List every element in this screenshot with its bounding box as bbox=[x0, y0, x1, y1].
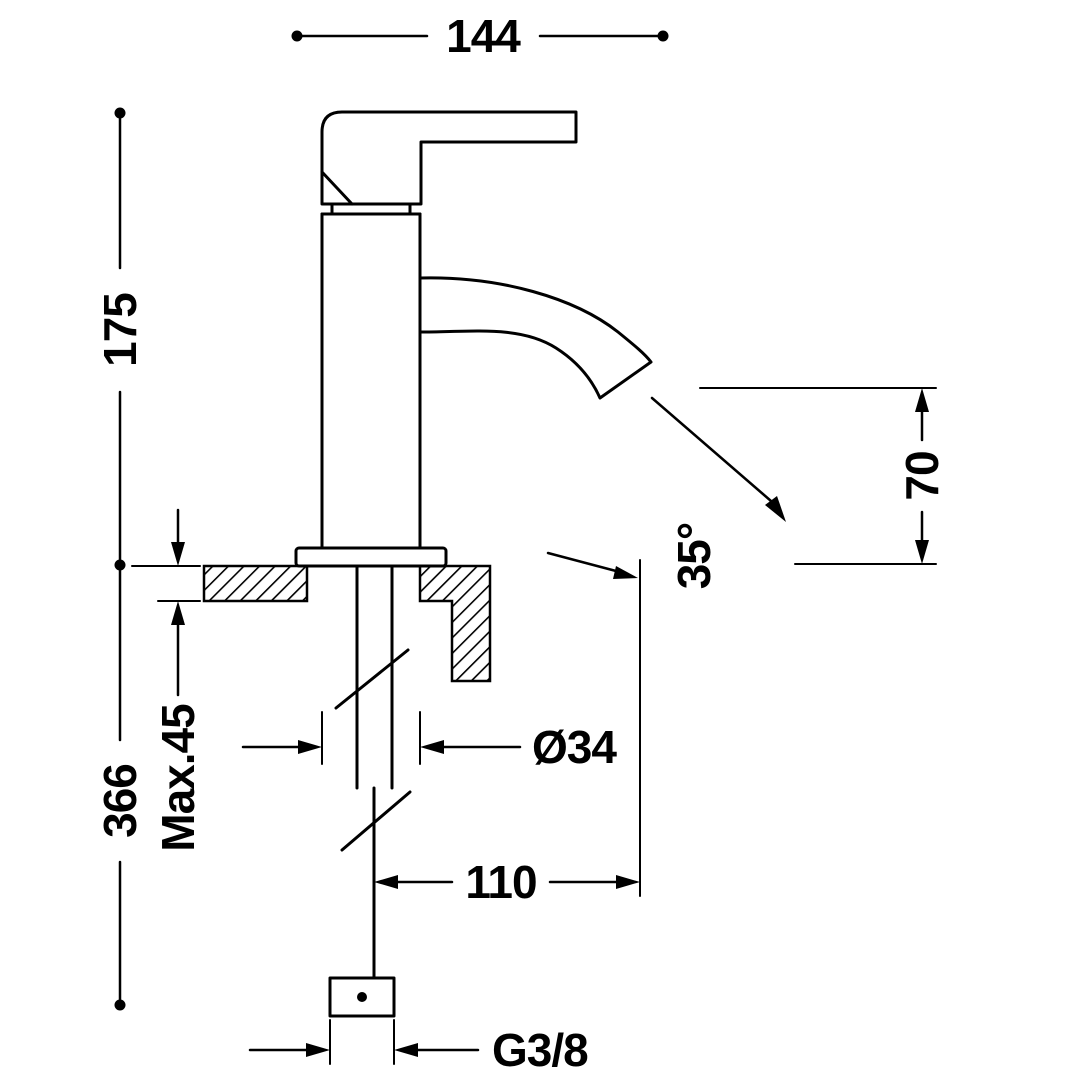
dim-366-label: 366 bbox=[94, 764, 146, 838]
break-mark-lower bbox=[340, 790, 412, 852]
handle-lever-shape bbox=[320, 110, 578, 206]
spout bbox=[418, 276, 653, 400]
dim-35deg-label: 35° bbox=[668, 523, 720, 590]
dim-175-label: 175 bbox=[94, 293, 146, 367]
nut-center-dot bbox=[357, 992, 367, 1002]
dim-max45: Max.45 bbox=[131, 508, 204, 852]
dim-366: 366 bbox=[94, 563, 146, 1011]
nut-body bbox=[328, 976, 396, 1018]
supply-shank bbox=[334, 564, 412, 980]
dim-g38: G3/8 bbox=[248, 1019, 589, 1076]
mounting-nut bbox=[328, 976, 396, 1018]
handle-joint-line bbox=[320, 170, 354, 206]
dim-110: 110 bbox=[374, 559, 641, 908]
dim-d34-label: Ø34 bbox=[532, 721, 617, 773]
countertop-section-right bbox=[418, 564, 492, 683]
dim-g38-label: G3/8 bbox=[492, 1024, 588, 1076]
dim-max45-label: Max.45 bbox=[152, 704, 204, 852]
dim-144-label: 144 bbox=[446, 10, 521, 62]
countertop-section-left bbox=[202, 564, 309, 603]
break-mark-upper bbox=[334, 648, 410, 710]
dim-110-label: 110 bbox=[465, 856, 536, 908]
base-flange bbox=[294, 546, 448, 568]
dim-175: 175 bbox=[94, 107, 146, 571]
dim-70-label: 70 bbox=[896, 451, 948, 500]
faucet-outline bbox=[202, 110, 653, 1018]
dim-70: 70 bbox=[699, 387, 948, 565]
handle-lever bbox=[320, 110, 578, 216]
dim-35deg: 35° bbox=[546, 396, 786, 590]
dim-144: 144 bbox=[291, 10, 669, 62]
faucet-body bbox=[320, 212, 422, 550]
dim-d34: Ø34 bbox=[241, 711, 618, 773]
